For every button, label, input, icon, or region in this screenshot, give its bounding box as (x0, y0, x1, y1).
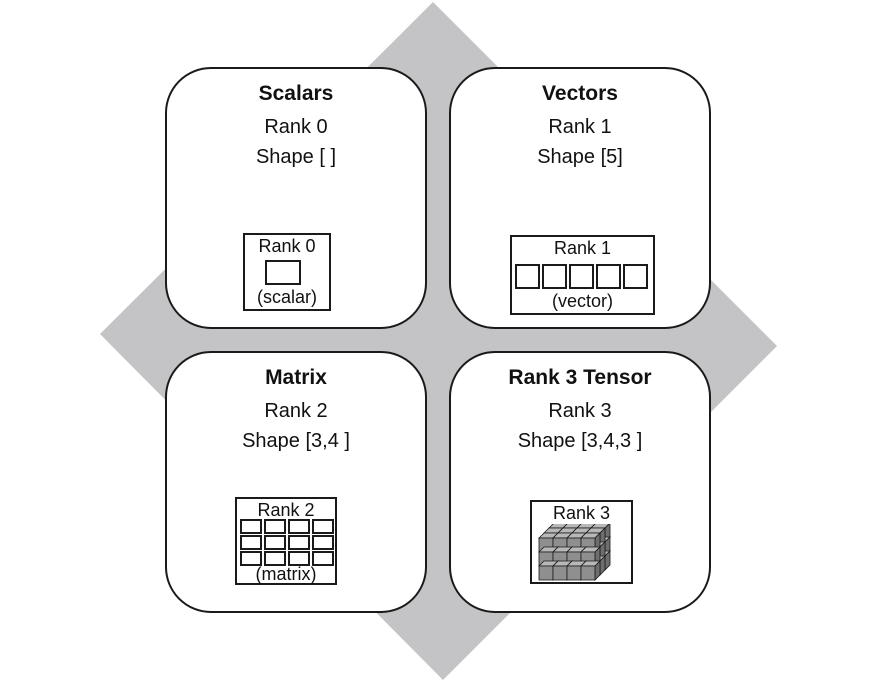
scalars-title: Scalars (258, 82, 334, 105)
scalar-illustration-caption: (scalar) (256, 287, 317, 307)
vector-illustration-label: Rank 1 (553, 238, 612, 258)
vector-cell (569, 264, 594, 289)
tensor-cube (580, 560, 601, 581)
vector-cell (515, 264, 540, 289)
tensor-rank: Rank 3 (548, 400, 612, 422)
tensor-cube-stack (538, 524, 611, 581)
matrix-rank: Rank 2 (264, 400, 328, 422)
matrix-cell (264, 551, 286, 566)
vector-illustration-caption: (vector) (551, 291, 613, 311)
scalars-card: Scalars Rank 0 Shape [ ] Rank 0 (scalar) (165, 67, 427, 329)
matrix-illustration-caption: (matrix) (255, 564, 317, 584)
vectors-rank: Rank 1 (548, 116, 612, 138)
tensor-illustration-label: Rank 3 (552, 503, 611, 523)
matrix-cell (288, 551, 310, 566)
vector-illustration: Rank 1 (vector) (510, 235, 655, 315)
matrix-cell (264, 535, 286, 550)
vectors-title: Vectors (542, 82, 618, 105)
matrix-illustration: Rank 2 (matrix) (235, 497, 337, 585)
matrix-cell (312, 551, 334, 566)
scalar-illustration: Rank 0 (scalar) (243, 233, 331, 311)
matrix-title: Matrix (265, 366, 327, 389)
vector-cell (542, 264, 567, 289)
tensor-title: Rank 3 Tensor (508, 366, 652, 389)
scalar-illustration-label: Rank 0 (258, 236, 316, 256)
vectors-shape: Shape [5] (537, 146, 623, 168)
matrix-illustration-label: Rank 2 (257, 500, 315, 520)
matrix-cell (264, 519, 286, 534)
matrix-cell (288, 519, 310, 534)
matrix-cell (312, 519, 334, 534)
matrix-cell (240, 551, 262, 566)
matrix-shape: Shape [3,4 ] (242, 430, 350, 452)
matrix-cell (240, 519, 262, 534)
scalar-cell (265, 260, 301, 285)
matrix-cell (288, 535, 310, 550)
tensor-illustration: Rank 3 (530, 500, 633, 584)
vectors-card: Vectors Rank 1 Shape [5] Rank 1 (vector) (449, 67, 711, 329)
tensor-card: Rank 3 Tensor Rank 3 Shape [3,4,3 ] Rank… (449, 351, 711, 613)
tensor-shape: Shape [3,4,3 ] (517, 430, 643, 452)
vector-cell (623, 264, 648, 289)
vector-cell (596, 264, 621, 289)
matrix-cell (312, 535, 334, 550)
matrix-card: Matrix Rank 2 Shape [3,4 ] Rank 2 (matri… (165, 351, 427, 613)
scalars-shape: Shape [ ] (255, 146, 337, 168)
matrix-cell (240, 535, 262, 550)
scalars-rank: Rank 0 (264, 116, 328, 138)
